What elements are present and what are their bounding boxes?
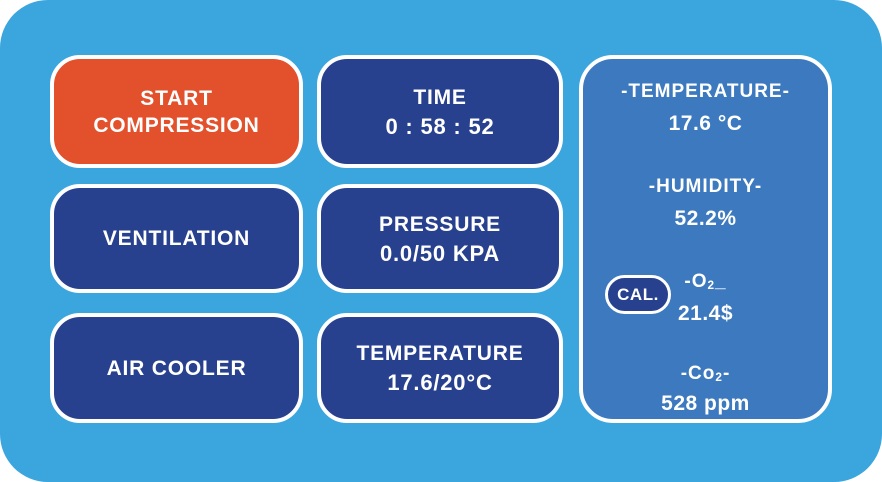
time-value: 0 : 58 : 52 bbox=[385, 113, 495, 139]
temperature-value: 17.6/20°C bbox=[387, 370, 493, 395]
sensor-co2-label: -Co2- bbox=[680, 363, 731, 385]
sensor-humidity-value: 52.2% bbox=[674, 207, 737, 230]
sensor-o2-value: 21.4$ bbox=[677, 302, 734, 325]
air-cooler-button[interactable]: AIR COOLER bbox=[50, 313, 303, 423]
temperature-label: TEMPERATURE bbox=[356, 342, 524, 365]
temperature-display: TEMPERATURE 17.6/20°C bbox=[317, 313, 563, 423]
start-compression-button[interactable]: START COMPRESSION bbox=[50, 55, 303, 168]
cal-button[interactable]: CAL. bbox=[605, 275, 671, 314]
time-label: TIME bbox=[413, 85, 467, 109]
sensor-temperature-label: -TEMPERATURE- bbox=[621, 81, 790, 102]
sensor-panel: -TEMPERATURE- 17.6 °C -HUMIDITY- 52.2% C… bbox=[579, 55, 832, 423]
sensor-o2-label: -O2_ bbox=[684, 271, 727, 293]
sensor-temperature-value: 17.6 °C bbox=[668, 112, 743, 135]
ventilation-button[interactable]: VENTILATION bbox=[50, 184, 303, 293]
pressure-label: PRESSURE bbox=[379, 212, 501, 236]
sensor-humidity-label: -HUMIDITY- bbox=[648, 176, 763, 197]
sensor-co2-value: 528 ppm bbox=[661, 392, 750, 415]
pressure-value: 0.0/50 KPA bbox=[379, 240, 501, 266]
time-display: TIME 0 : 58 : 52 bbox=[317, 55, 563, 168]
pressure-display: PRESSURE 0.0/50 KPA bbox=[317, 184, 563, 293]
